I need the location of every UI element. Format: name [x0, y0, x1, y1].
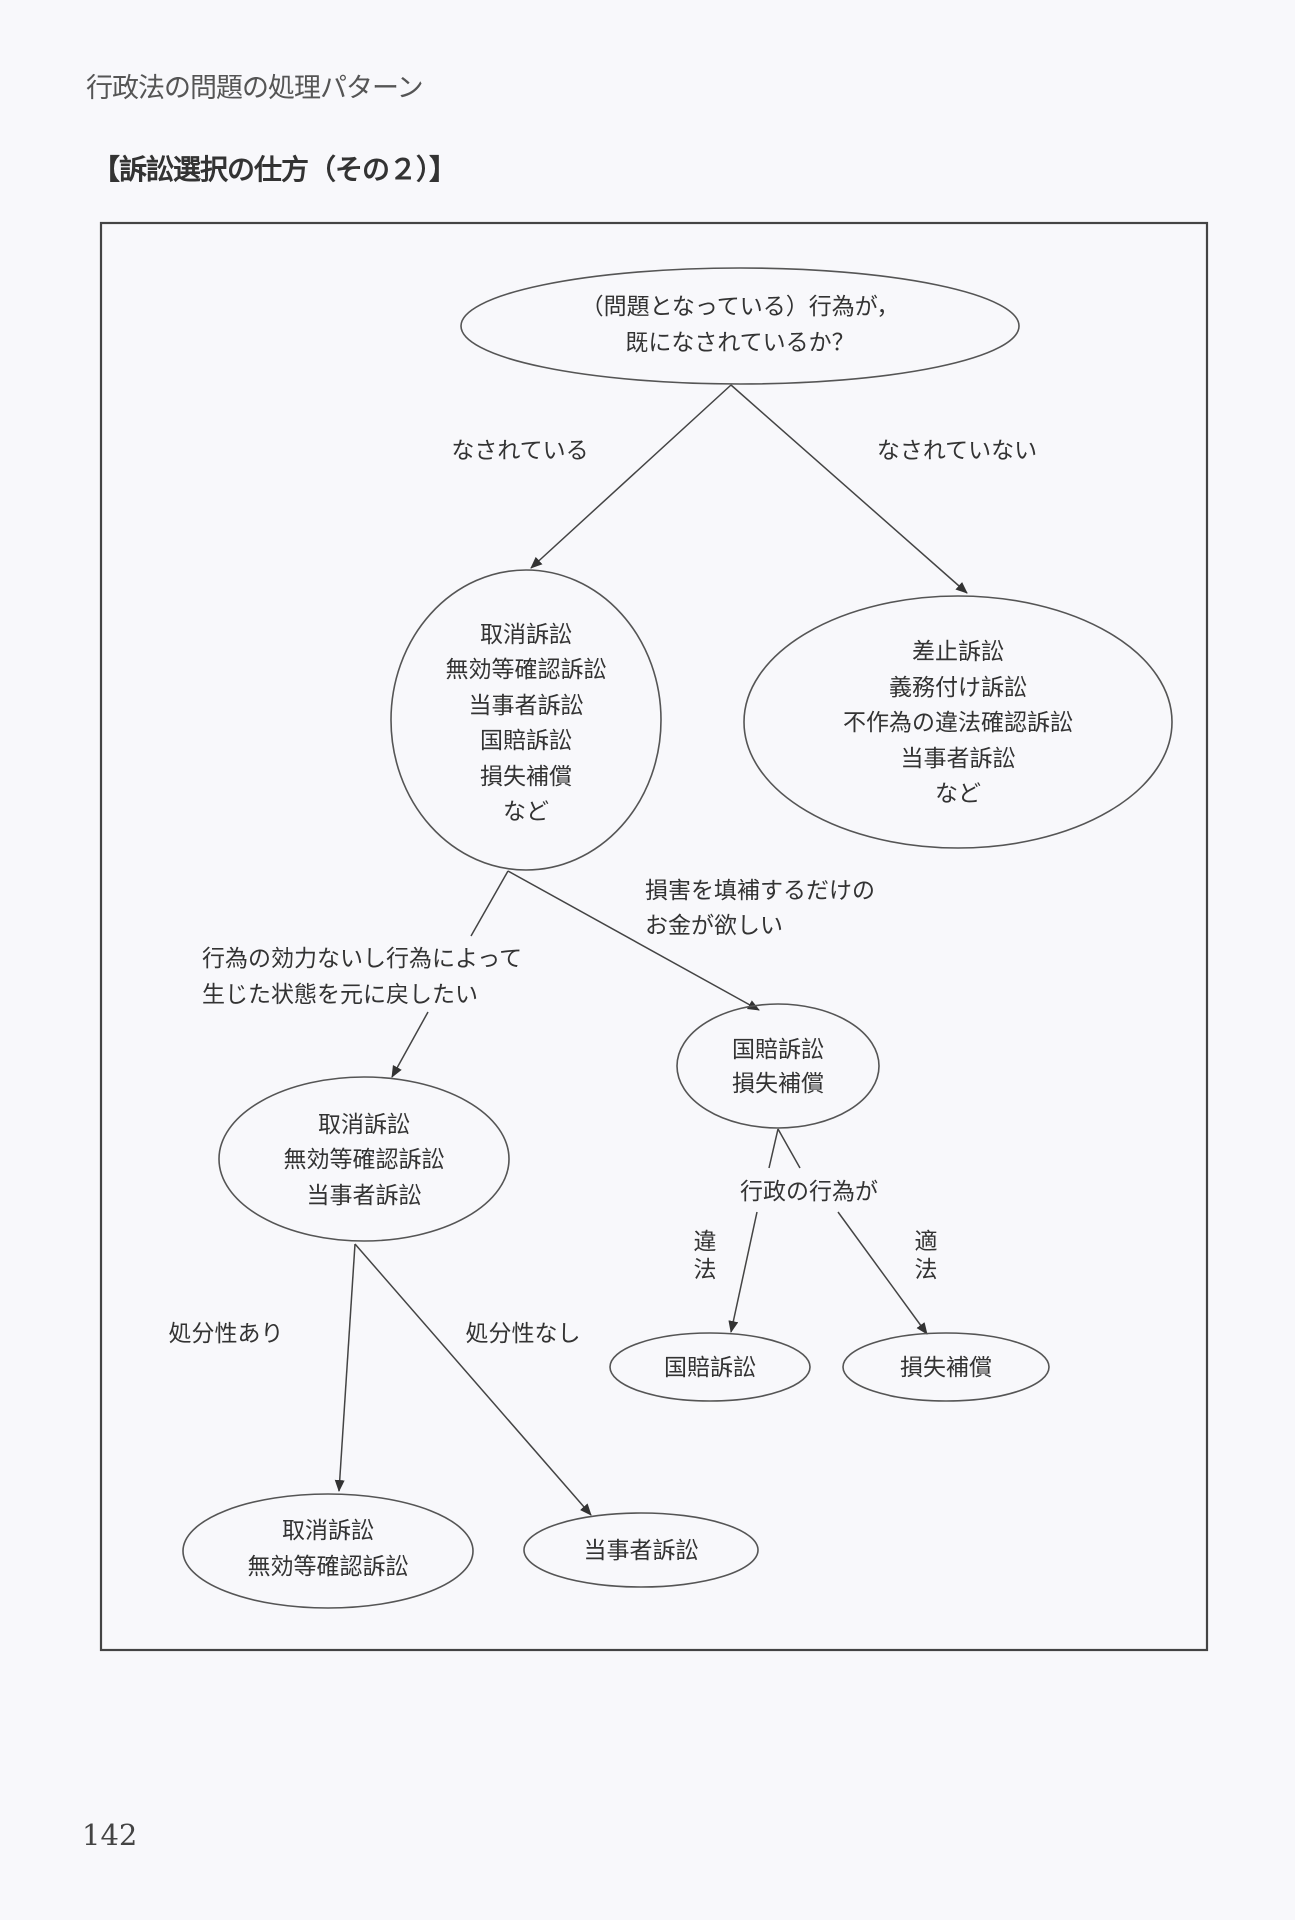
- page-header: 行政法の問題の処理パターン: [86, 73, 424, 104]
- edge-illegal-arrow: [728, 1211, 758, 1333]
- restore-node: 取消訴訟 無効等確認訴訟 当事者訴訟: [218, 1076, 510, 1242]
- restore-line: 無効等確認訴訟: [284, 1147, 445, 1173]
- legal-node-label: 損失補償: [900, 1355, 992, 1381]
- edge-legal-line: [777, 1128, 801, 1169]
- illegal-node: 国賠訴訟: [609, 1332, 811, 1402]
- root-line-2: 既になされているか？: [625, 330, 854, 356]
- no-node-label: 当事者訴訟: [584, 1538, 699, 1564]
- yes-line: 取消訴訟: [282, 1518, 374, 1544]
- legal-label: 法: [915, 1257, 938, 1283]
- money-node: 国賠訴訟 損失補償: [676, 1003, 880, 1129]
- edge-restore-label: 生じた状態を元に戻したい: [202, 982, 478, 1008]
- done-line: など: [503, 799, 549, 825]
- disposition-yes-label: 処分性あり: [169, 1321, 284, 1347]
- money-line: 損失補償: [732, 1071, 824, 1097]
- restore-line: 当事者訴訟: [307, 1183, 422, 1209]
- done-line: 取消訴訟: [480, 622, 572, 648]
- admin-act-label: 行政の行為が: [740, 1179, 878, 1205]
- root-line-1: （問題となっている）行為が，: [581, 294, 900, 320]
- illegal-label: 違: [694, 1229, 717, 1255]
- not-done-line: など: [935, 781, 981, 807]
- legal-label: 適: [915, 1229, 938, 1255]
- edge-legal-arrow: [837, 1211, 928, 1335]
- edge-restore-line: [470, 870, 509, 937]
- done-line: 損失補償: [480, 764, 572, 790]
- yes-line: 無効等確認訴訟: [248, 1554, 409, 1580]
- edge-done-label: なされている: [451, 438, 588, 464]
- disposition-no-label: 処分性なし: [466, 1321, 581, 1347]
- edge-not-done-label: なされていない: [877, 438, 1037, 464]
- not-done-line: 義務付け訴訟: [889, 675, 1027, 701]
- edge-done-arrow: [530, 384, 732, 569]
- not-done-line: 当事者訴訟: [901, 746, 1016, 772]
- restore-line: 取消訴訟: [318, 1112, 410, 1138]
- illegal-node-label: 国賠訴訟: [664, 1355, 756, 1381]
- edge-restore-label: 行為の効力ないし行為によって: [202, 946, 522, 972]
- edge-not-done-arrow: [730, 384, 968, 594]
- edge-money-arrow: [507, 870, 760, 1011]
- not-done-line: 差止訴訟: [912, 639, 1004, 665]
- edge-restore-arrow: [391, 1011, 429, 1078]
- edge-disposition-no-arrow: [354, 1243, 592, 1516]
- legal-node: 損失補償: [842, 1332, 1050, 1402]
- edge-illegal-line: [768, 1128, 779, 1169]
- not-done-line: 不作為の違法確認訴訟: [843, 710, 1073, 736]
- money-line: 国賠訴訟: [732, 1037, 824, 1063]
- done-line: 国賠訴訟: [480, 728, 572, 754]
- done-node: 取消訴訟 無効等確認訴訟 当事者訴訟 国賠訴訟 損失補償 など: [390, 569, 662, 871]
- done-line: 当事者訴訟: [469, 693, 584, 719]
- not-done-node: 差止訴訟 義務付け訴訟 不作為の違法確認訴訟 当事者訴訟 など: [743, 595, 1173, 849]
- done-line: 無効等確認訴訟: [446, 657, 607, 683]
- section-title: 【訴訟選択の仕方（その２）】: [92, 153, 457, 186]
- page-number: 142: [82, 1818, 138, 1852]
- root-question-node: （問題となっている）行為が， 既になされているか？: [460, 267, 1020, 385]
- edge-money-label: お金が欲しい: [645, 913, 783, 939]
- edge-disposition-yes-arrow: [334, 1243, 356, 1492]
- disposition-yes-node: 取消訴訟 無効等確認訴訟: [182, 1493, 474, 1609]
- disposition-no-node: 当事者訴訟: [523, 1512, 759, 1588]
- diagram-frame: [99, 221, 1209, 1652]
- edge-money-label: 損害を填補するだけの: [645, 878, 875, 904]
- illegal-label: 法: [694, 1257, 717, 1283]
